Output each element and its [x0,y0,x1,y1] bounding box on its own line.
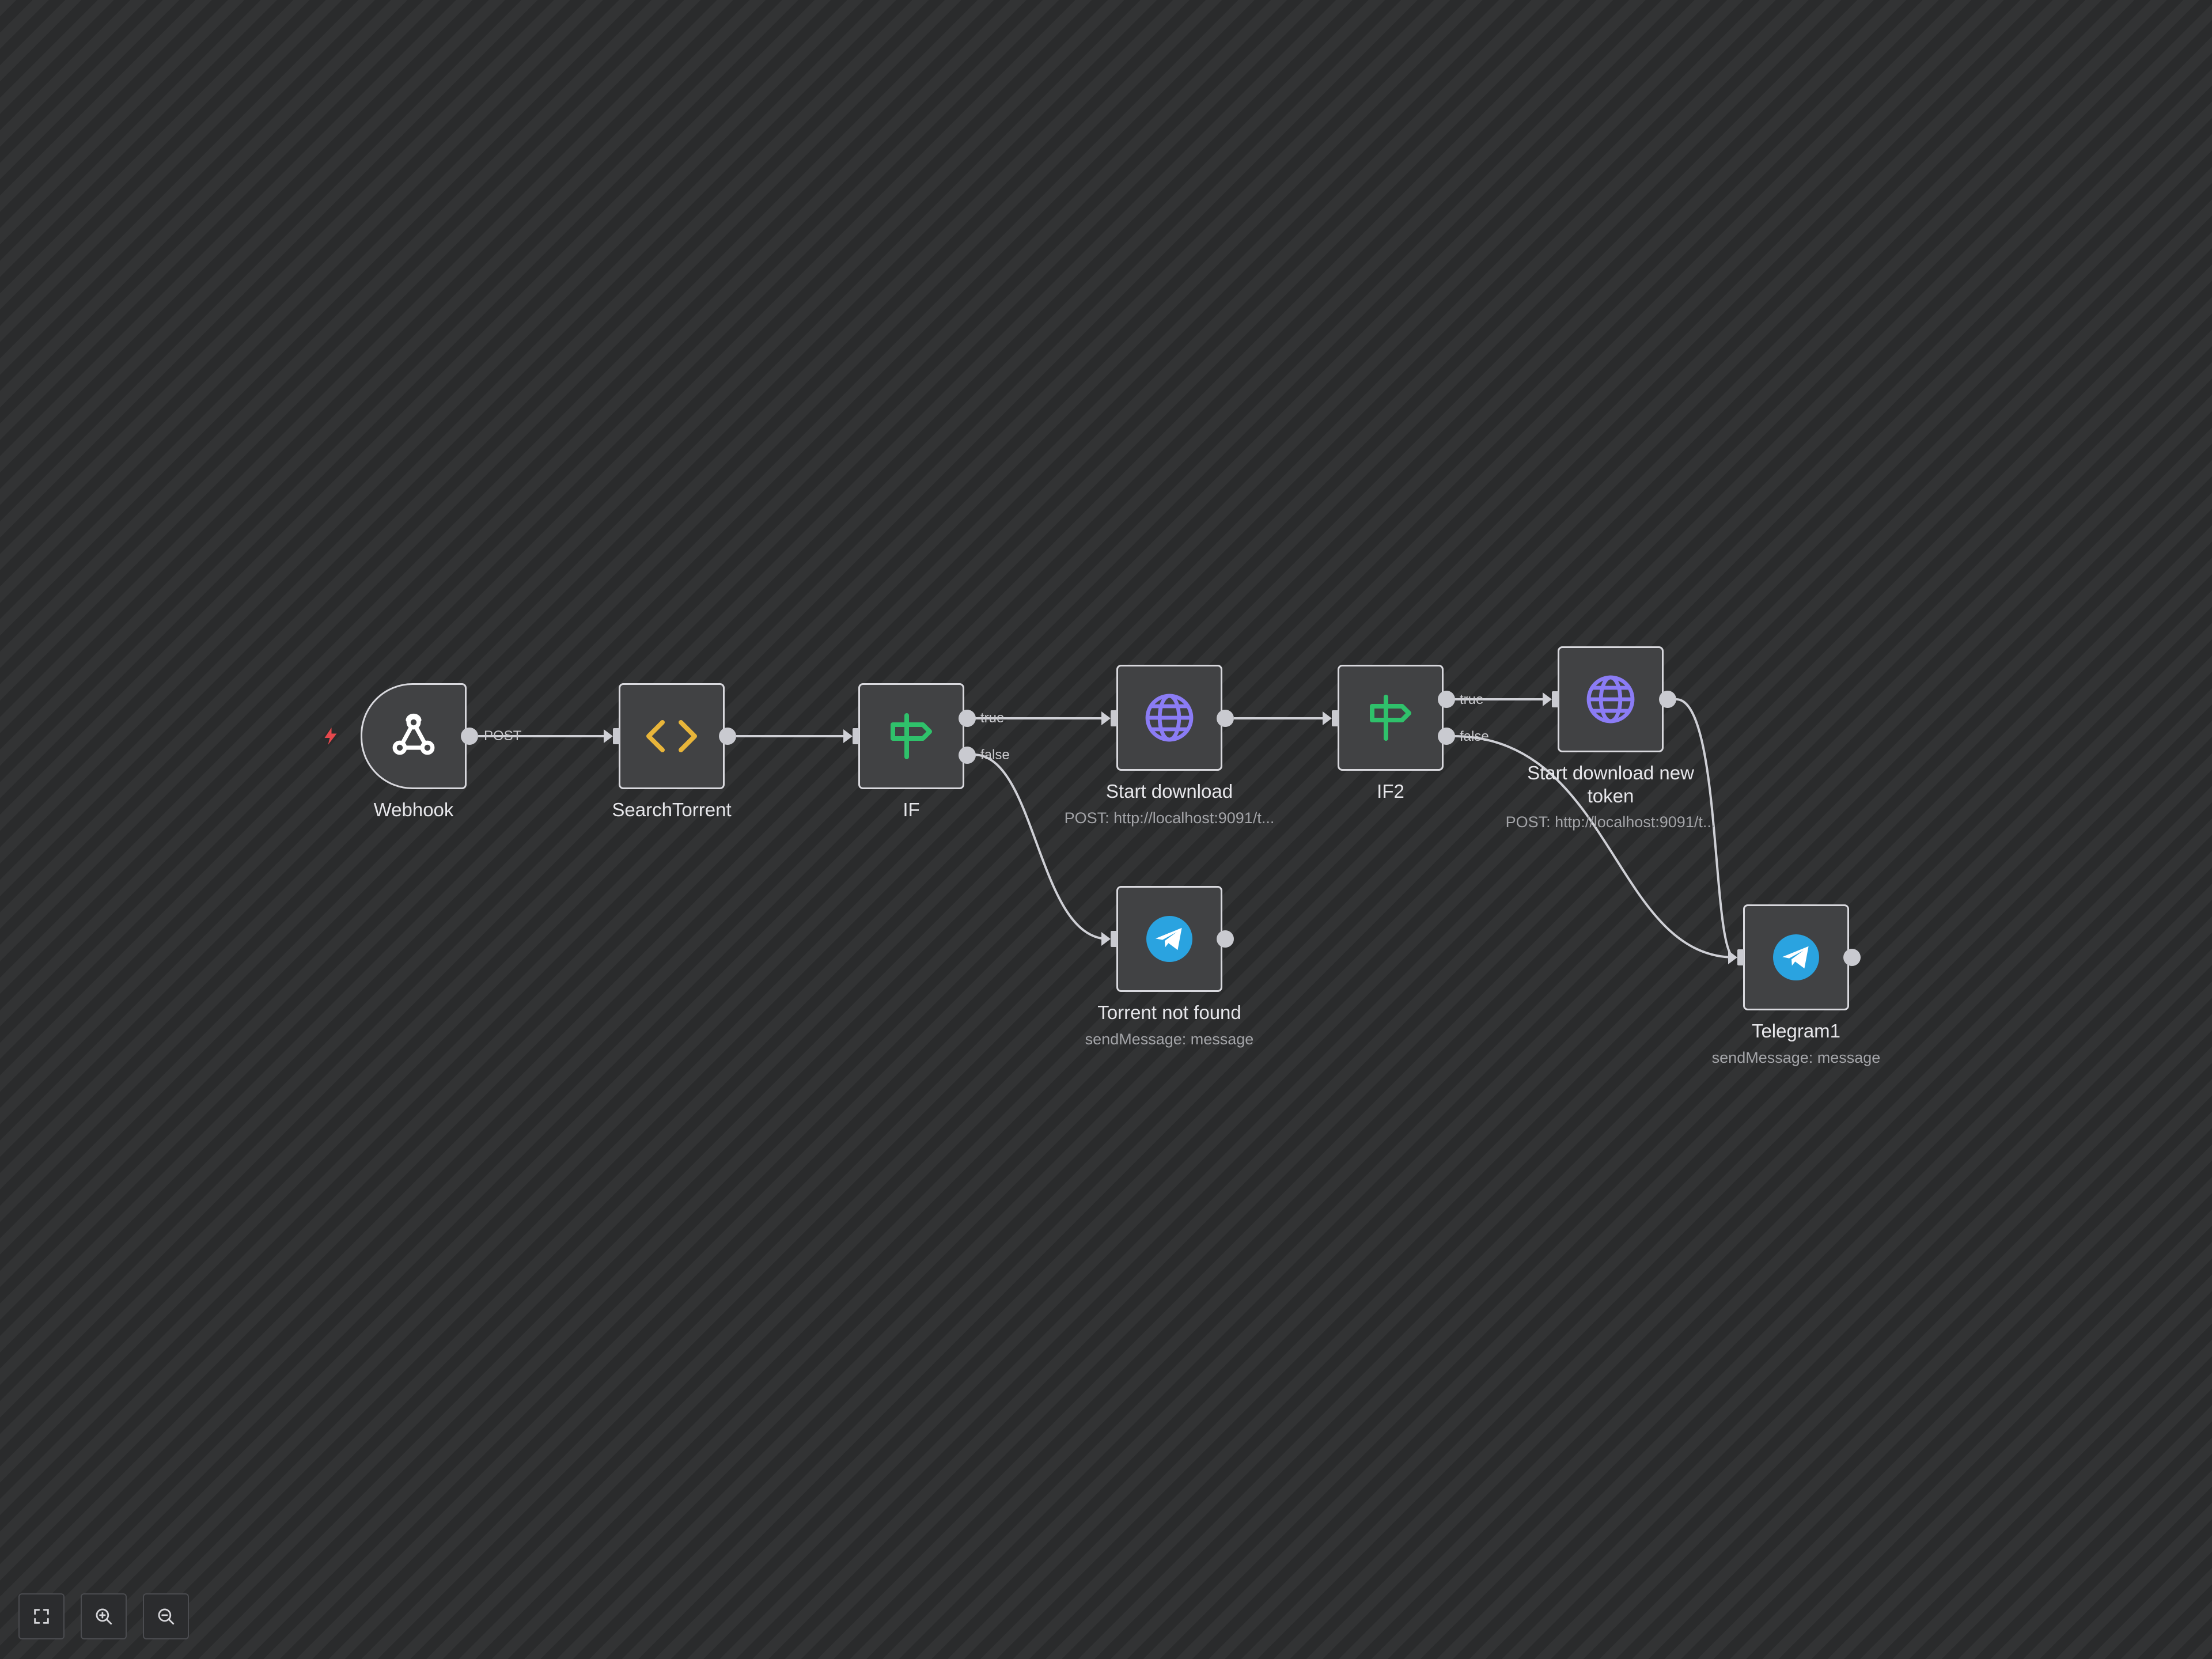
code-icon [646,720,697,752]
if-input-port[interactable] [853,728,859,744]
globe-icon [1145,694,1194,742]
start-download-new-token-input-port[interactable] [1552,691,1559,707]
telegram1-output-port[interactable] [1843,949,1861,966]
connection-if2-false-telegram1 [1452,735,1736,959]
fit-view-button[interactable] [18,1593,65,1639]
signpost-icon [1370,695,1411,741]
telegram1-label: Telegram1 [1751,1020,1841,1041]
start-download-label: Start download [1105,781,1233,802]
webhook-icon [392,713,435,755]
node-telegram1[interactable] [1743,904,1849,1010]
telegram1-subtitle: sendMessage: message [1711,1049,1881,1066]
if2-false-label: false [1460,729,1489,744]
if-false-output-port[interactable] [959,747,976,764]
searchtorrent-label: SearchTorrent [612,799,732,820]
if2-false-output-port[interactable] [1438,728,1455,745]
telegram-icon [1146,916,1192,962]
searchtorrent-output-port[interactable] [719,728,736,745]
start-download-subtitle: POST: http://localhost:9091/t... [1064,809,1275,827]
start-download-new-token-label-line1: Start download new [1527,762,1694,783]
start-download-new-token-label: Start download new token [1490,762,1732,808]
connection-if-false-torrentnotfound [973,753,1109,940]
webhook-output-port[interactable] [461,728,478,745]
start-download-input-port[interactable] [1111,710,1118,726]
node-if[interactable] [858,683,964,789]
torrent-not-found-input-port[interactable] [1111,931,1118,947]
webhook-output-label: POST [484,728,522,744]
fit-view-icon [34,1609,49,1624]
node-start-download-new-token[interactable] [1558,646,1664,752]
start-download-new-token-output-port[interactable] [1659,691,1676,708]
trigger-bolt-icon [324,728,337,745]
zoom-in-button[interactable] [81,1593,127,1639]
if-false-label: false [980,747,1010,763]
node-if2[interactable] [1338,665,1444,771]
node-torrent-not-found[interactable] [1116,886,1222,992]
if2-true-label: true [1460,692,1484,707]
torrent-not-found-label: Torrent not found [1097,1002,1241,1023]
zoom-out-icon [158,1608,175,1625]
webhook-label: Webhook [373,799,454,820]
zoom-in-icon [96,1608,112,1625]
signpost-icon [891,713,932,759]
node-searchtorrent[interactable] [619,683,725,789]
if-true-label: true [980,710,1005,726]
searchtorrent-input-port[interactable] [613,728,620,744]
if-label: IF [903,799,920,820]
start-download-new-token-label-line2: token [1587,785,1634,806]
if2-true-output-port[interactable] [1438,691,1455,708]
if2-label: IF2 [1377,781,1404,802]
connection-startdownloadnewtoken-telegram1 [1676,698,1736,959]
start-download-new-token-subtitle: POST: http://localhost:9091/t... [1505,813,1716,831]
start-download-output-port[interactable] [1217,710,1234,727]
telegram1-input-port[interactable] [1737,949,1744,965]
node-webhook[interactable] [361,683,467,789]
if-true-output-port[interactable] [959,710,976,727]
telegram-icon [1773,934,1819,980]
globe-icon [1586,675,1635,724]
node-start-download[interactable] [1116,665,1222,771]
zoom-out-button[interactable] [143,1593,189,1639]
torrent-not-found-subtitle: sendMessage: message [1085,1031,1254,1048]
if2-input-port[interactable] [1332,710,1339,726]
torrent-not-found-output-port[interactable] [1217,930,1234,948]
